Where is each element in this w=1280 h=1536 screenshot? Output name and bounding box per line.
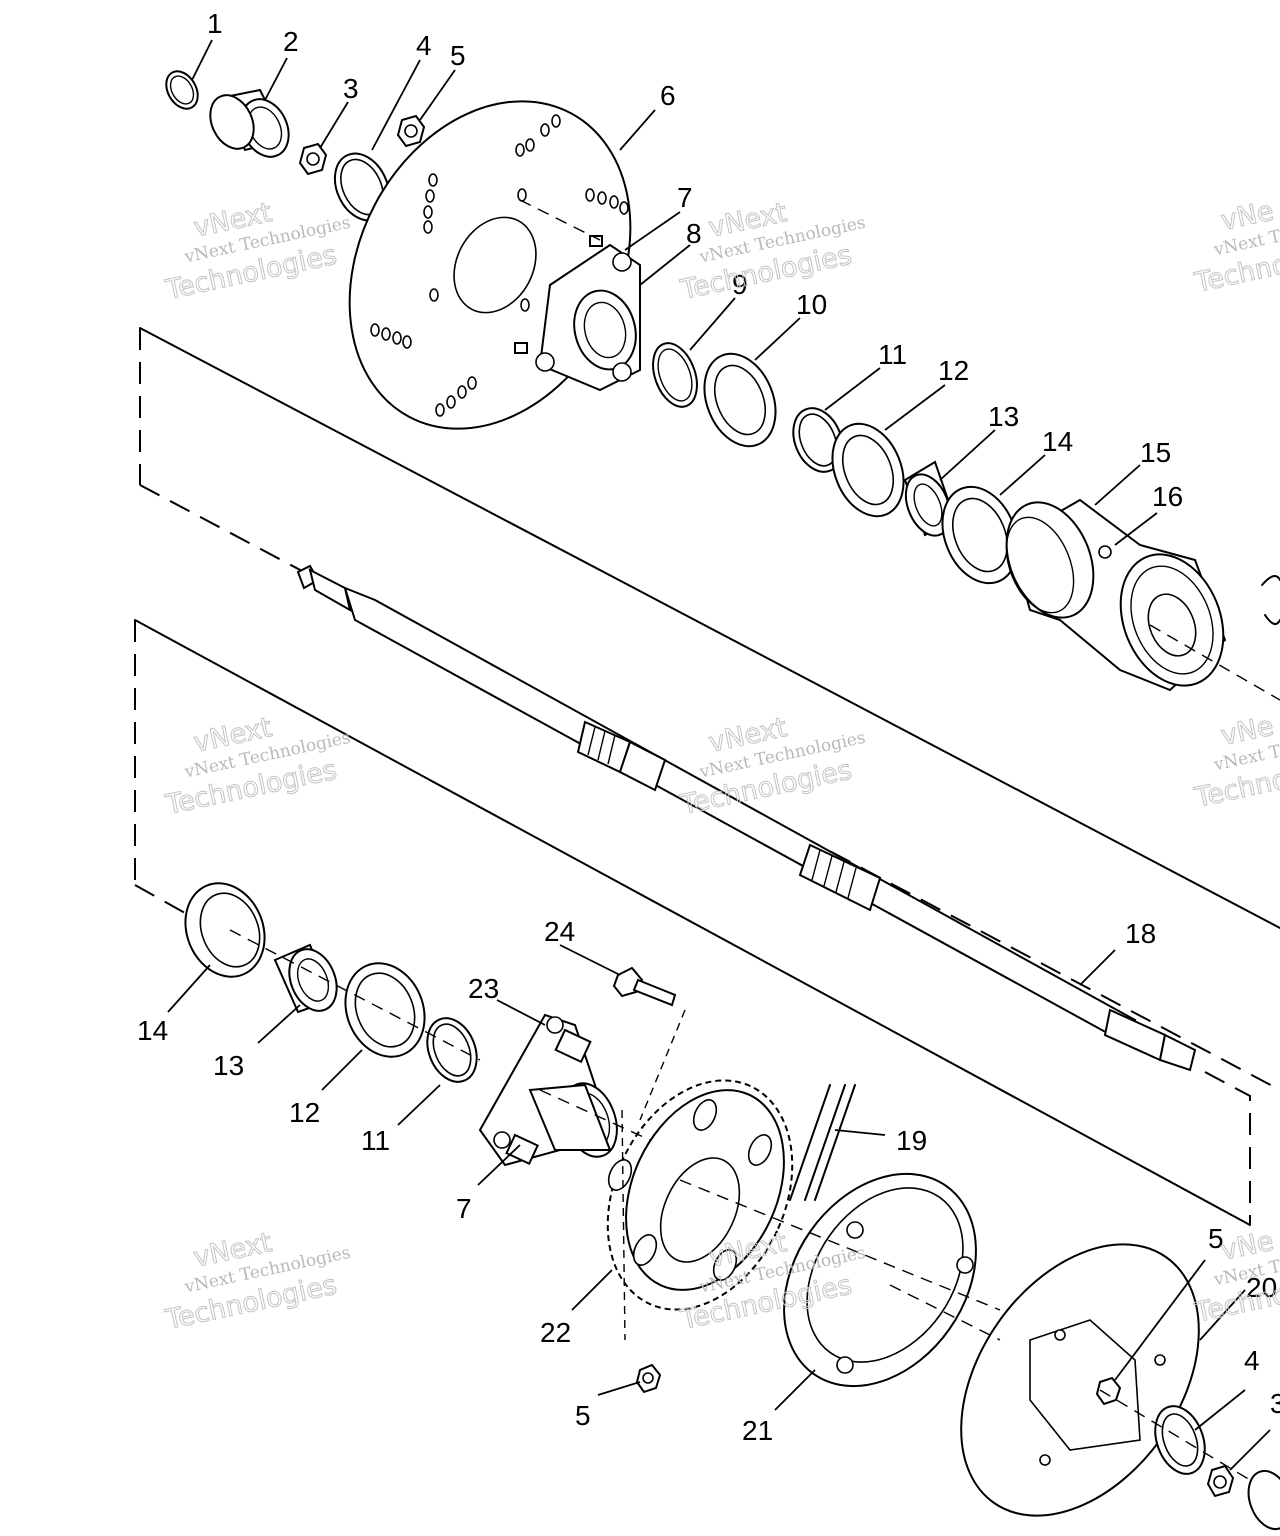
callout-2: 2 [283,26,299,57]
watermark-5: vNext vNext Technologies Technologies [162,1227,352,1337]
part-14-lower-race [184,882,266,978]
part-18-axle [296,564,1197,1072]
svg-text:Techno: Techno [1192,249,1280,299]
callout-10: 10 [796,289,827,320]
disc-holes [370,114,629,417]
part-9-snap-ring [652,342,698,408]
callout-5-right: 5 [1208,1223,1224,1254]
part-5-nut [396,114,426,148]
callout-4: 4 [416,30,432,61]
part-5-lower-nut [635,1363,662,1394]
watermark-3: vNext vNext Technologies Technologies [162,712,352,822]
part-3-nut [298,142,328,176]
callout-13: 13 [988,401,1019,432]
part-12-lower-race [344,962,426,1058]
part-11-seal [792,407,844,473]
callout-7: 7 [677,182,693,213]
callout-19: 19 [896,1125,927,1156]
part-24-bolt [612,966,677,1007]
part-13-lower-bearing [273,943,338,1014]
watermark-edge-3: vNe vNext Te Techno [1191,1225,1280,1329]
part-4-lower-washer [1154,1405,1206,1475]
part-10-bearing-race [703,352,777,448]
part-21-carrier [783,1172,977,1388]
callout-23: 23 [468,973,499,1004]
part-1-snap-ring [165,70,199,110]
part-12-race [831,422,905,518]
callout-14-lower: 14 [137,1015,168,1046]
watermark-edge-2: vNe vNext Te Techno [1191,710,1280,814]
callout-3-lower: 3 [1270,1388,1280,1419]
part-3-lower-nut [1206,1464,1235,1498]
callout-12-lower: 12 [289,1097,320,1128]
callout-8: 8 [686,218,702,249]
callout-5-lower: 5 [575,1400,591,1431]
part-14-race [941,485,1019,585]
callout-22: 22 [540,1317,571,1348]
callout-13-lower: 13 [213,1050,244,1081]
part-22-sprocket [606,1079,794,1311]
callout-14: 14 [1042,426,1073,457]
callout-numbers: 1 2 3 4 5 6 7 8 9 10 11 12 13 14 15 16 1… [137,8,1280,1446]
callout-11-lower: 11 [361,1125,390,1156]
watermark-1: vNext vNext Technologies Technologies [162,197,352,307]
callout-18: 18 [1125,918,1156,949]
part-2-bushing [209,88,290,158]
callout-20: 20 [1246,1272,1277,1303]
alignment-lines [134,327,1280,1226]
part-23-sprocket-hub [478,1013,618,1167]
watermark-edge-1: vNe vNext Te Techno [1191,195,1280,299]
part-11-lower-seal [426,1017,478,1083]
callout-4-lower: 4 [1244,1345,1260,1376]
callout-1: 1 [207,8,223,39]
callout-12: 12 [938,355,969,386]
callout-21: 21 [742,1415,773,1446]
svg-text:Techno: Techno [1192,1279,1280,1329]
part-8-brake-hub [514,235,641,392]
center-lines [229,199,1280,1481]
callout-7-lower: 7 [456,1193,472,1224]
leader-lines [167,39,1271,1471]
svg-text:Techno: Techno [1192,764,1280,814]
callout-5: 5 [450,40,466,71]
callout-24: 24 [544,916,575,947]
callout-16: 16 [1152,481,1183,512]
callout-6: 6 [660,80,676,111]
part-19-chain [789,1084,856,1201]
callout-11: 11 [878,339,907,370]
callout-9: 9 [732,269,748,300]
partial-part-edge [1261,575,1280,625]
callout-15: 15 [1140,437,1171,468]
watermark-4: vNext vNext Technologies Technologies [677,712,867,822]
callout-3: 3 [343,73,359,104]
partial-bushing-edge [1247,1469,1280,1531]
part-15-axle-housing [1005,498,1227,692]
part-20-rear-disc [960,1243,1200,1517]
